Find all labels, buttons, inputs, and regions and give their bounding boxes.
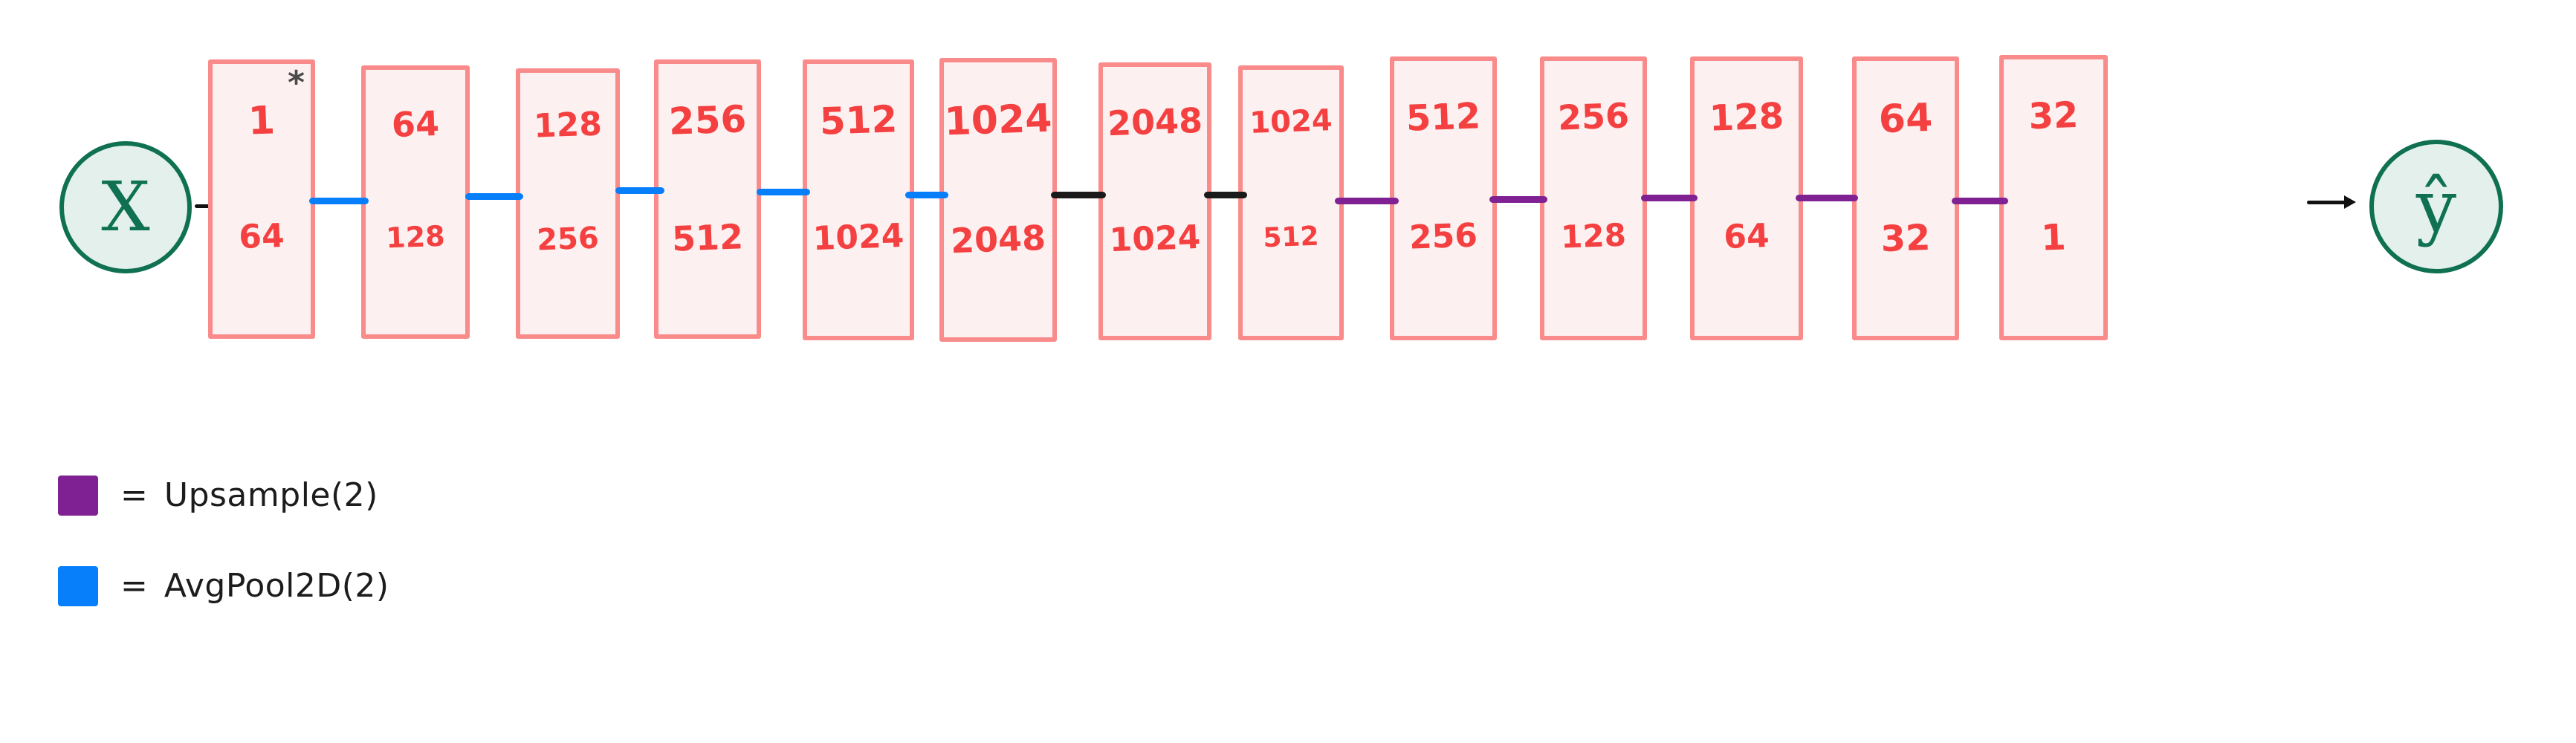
- block-out-channels: 128: [385, 220, 446, 255]
- legend-equals-1: =: [120, 567, 148, 605]
- input-node-x: X: [59, 141, 192, 273]
- block-out-channels: 64: [238, 217, 285, 257]
- legend-label-upsample: Upsample(2): [164, 476, 378, 514]
- block-out-channels: 32: [1880, 216, 1932, 260]
- connector-avgpool: [905, 192, 948, 198]
- connector-avgpool: [309, 198, 369, 204]
- block-in-channels: 2048: [1107, 100, 1203, 143]
- legend-item: = Upsample(2): [58, 476, 378, 516]
- block-in-channels: 256: [667, 97, 748, 143]
- block-in-channels: 512: [1405, 95, 1482, 140]
- block-in-channels: 64: [1877, 95, 1934, 143]
- connector-upsample: [1489, 196, 1547, 203]
- conv-block: 1024 2048: [939, 58, 1057, 342]
- conv-block: 64 128: [361, 65, 470, 339]
- block-in-channels: 256: [1557, 95, 1630, 138]
- connector-upsample: [1796, 195, 1858, 201]
- connector-upsample: [1641, 195, 1698, 201]
- block-out-channels: 64: [1723, 216, 1770, 256]
- conv-block: 1024 512: [1238, 65, 1344, 340]
- conv-block: 32 1: [1999, 55, 2108, 340]
- connector-plain: [1051, 192, 1106, 198]
- block-out-channels: 512: [1262, 221, 1320, 253]
- connector-plain: [1204, 192, 1247, 198]
- connector-avgpool: [615, 187, 664, 194]
- output-node-label: ŷ: [2415, 165, 2457, 248]
- block-in-channels: 64: [391, 103, 440, 145]
- legend-label-avgpool: AvgPool2D(2): [164, 567, 389, 605]
- input-node-label: X: [101, 167, 150, 247]
- block-out-channels: 256: [536, 221, 600, 258]
- conv-block: 512 256: [1390, 56, 1497, 340]
- legend-equals-0: =: [120, 476, 148, 514]
- conv-block: 256 128: [1540, 56, 1647, 340]
- block-out-channels: 1024: [812, 217, 905, 259]
- block-out-channels: 256: [1408, 216, 1478, 257]
- connector-avgpool: [757, 189, 810, 195]
- output-arrow-shaft: [2307, 200, 2346, 204]
- block-out-channels: 512: [671, 216, 744, 259]
- conv-block: 1 64 *: [208, 59, 315, 339]
- block-in-channels: 128: [533, 105, 603, 146]
- conv-block: 128 64: [1690, 56, 1803, 340]
- output-arrow-head: [2344, 195, 2356, 209]
- block-in-channels: 1: [247, 98, 276, 144]
- conv-block: 128 256: [516, 68, 620, 339]
- conv-block: 64 32: [1852, 56, 1959, 340]
- conv-block: 2048 1024: [1098, 62, 1211, 340]
- legend-swatch-upsample: [58, 476, 98, 516]
- output-node-yhat: ŷ: [2369, 140, 2503, 273]
- block-out-channels: 128: [1560, 216, 1627, 256]
- connector-upsample: [1335, 198, 1399, 204]
- block-in-channels: 32: [2028, 94, 2080, 138]
- block-in-channels: 1024: [1249, 103, 1333, 141]
- conv-block: 256 512: [654, 59, 761, 339]
- block-out-channels: 1024: [1108, 218, 1202, 260]
- connector-avgpool: [465, 193, 523, 200]
- block-in-channels: 128: [1708, 95, 1785, 140]
- block-in-channels: 1024: [943, 96, 1053, 145]
- connector-upsample: [1952, 198, 2008, 204]
- block-out-channels: 1: [2040, 216, 2067, 259]
- asterisk-marker-icon: *: [287, 64, 305, 102]
- conv-block: 512 1024: [803, 59, 914, 340]
- legend-item: = AvgPool2D(2): [58, 566, 389, 606]
- block-out-channels: 2048: [950, 217, 1046, 261]
- legend-swatch-avgpool: [58, 566, 98, 606]
- block-in-channels: 512: [818, 97, 899, 144]
